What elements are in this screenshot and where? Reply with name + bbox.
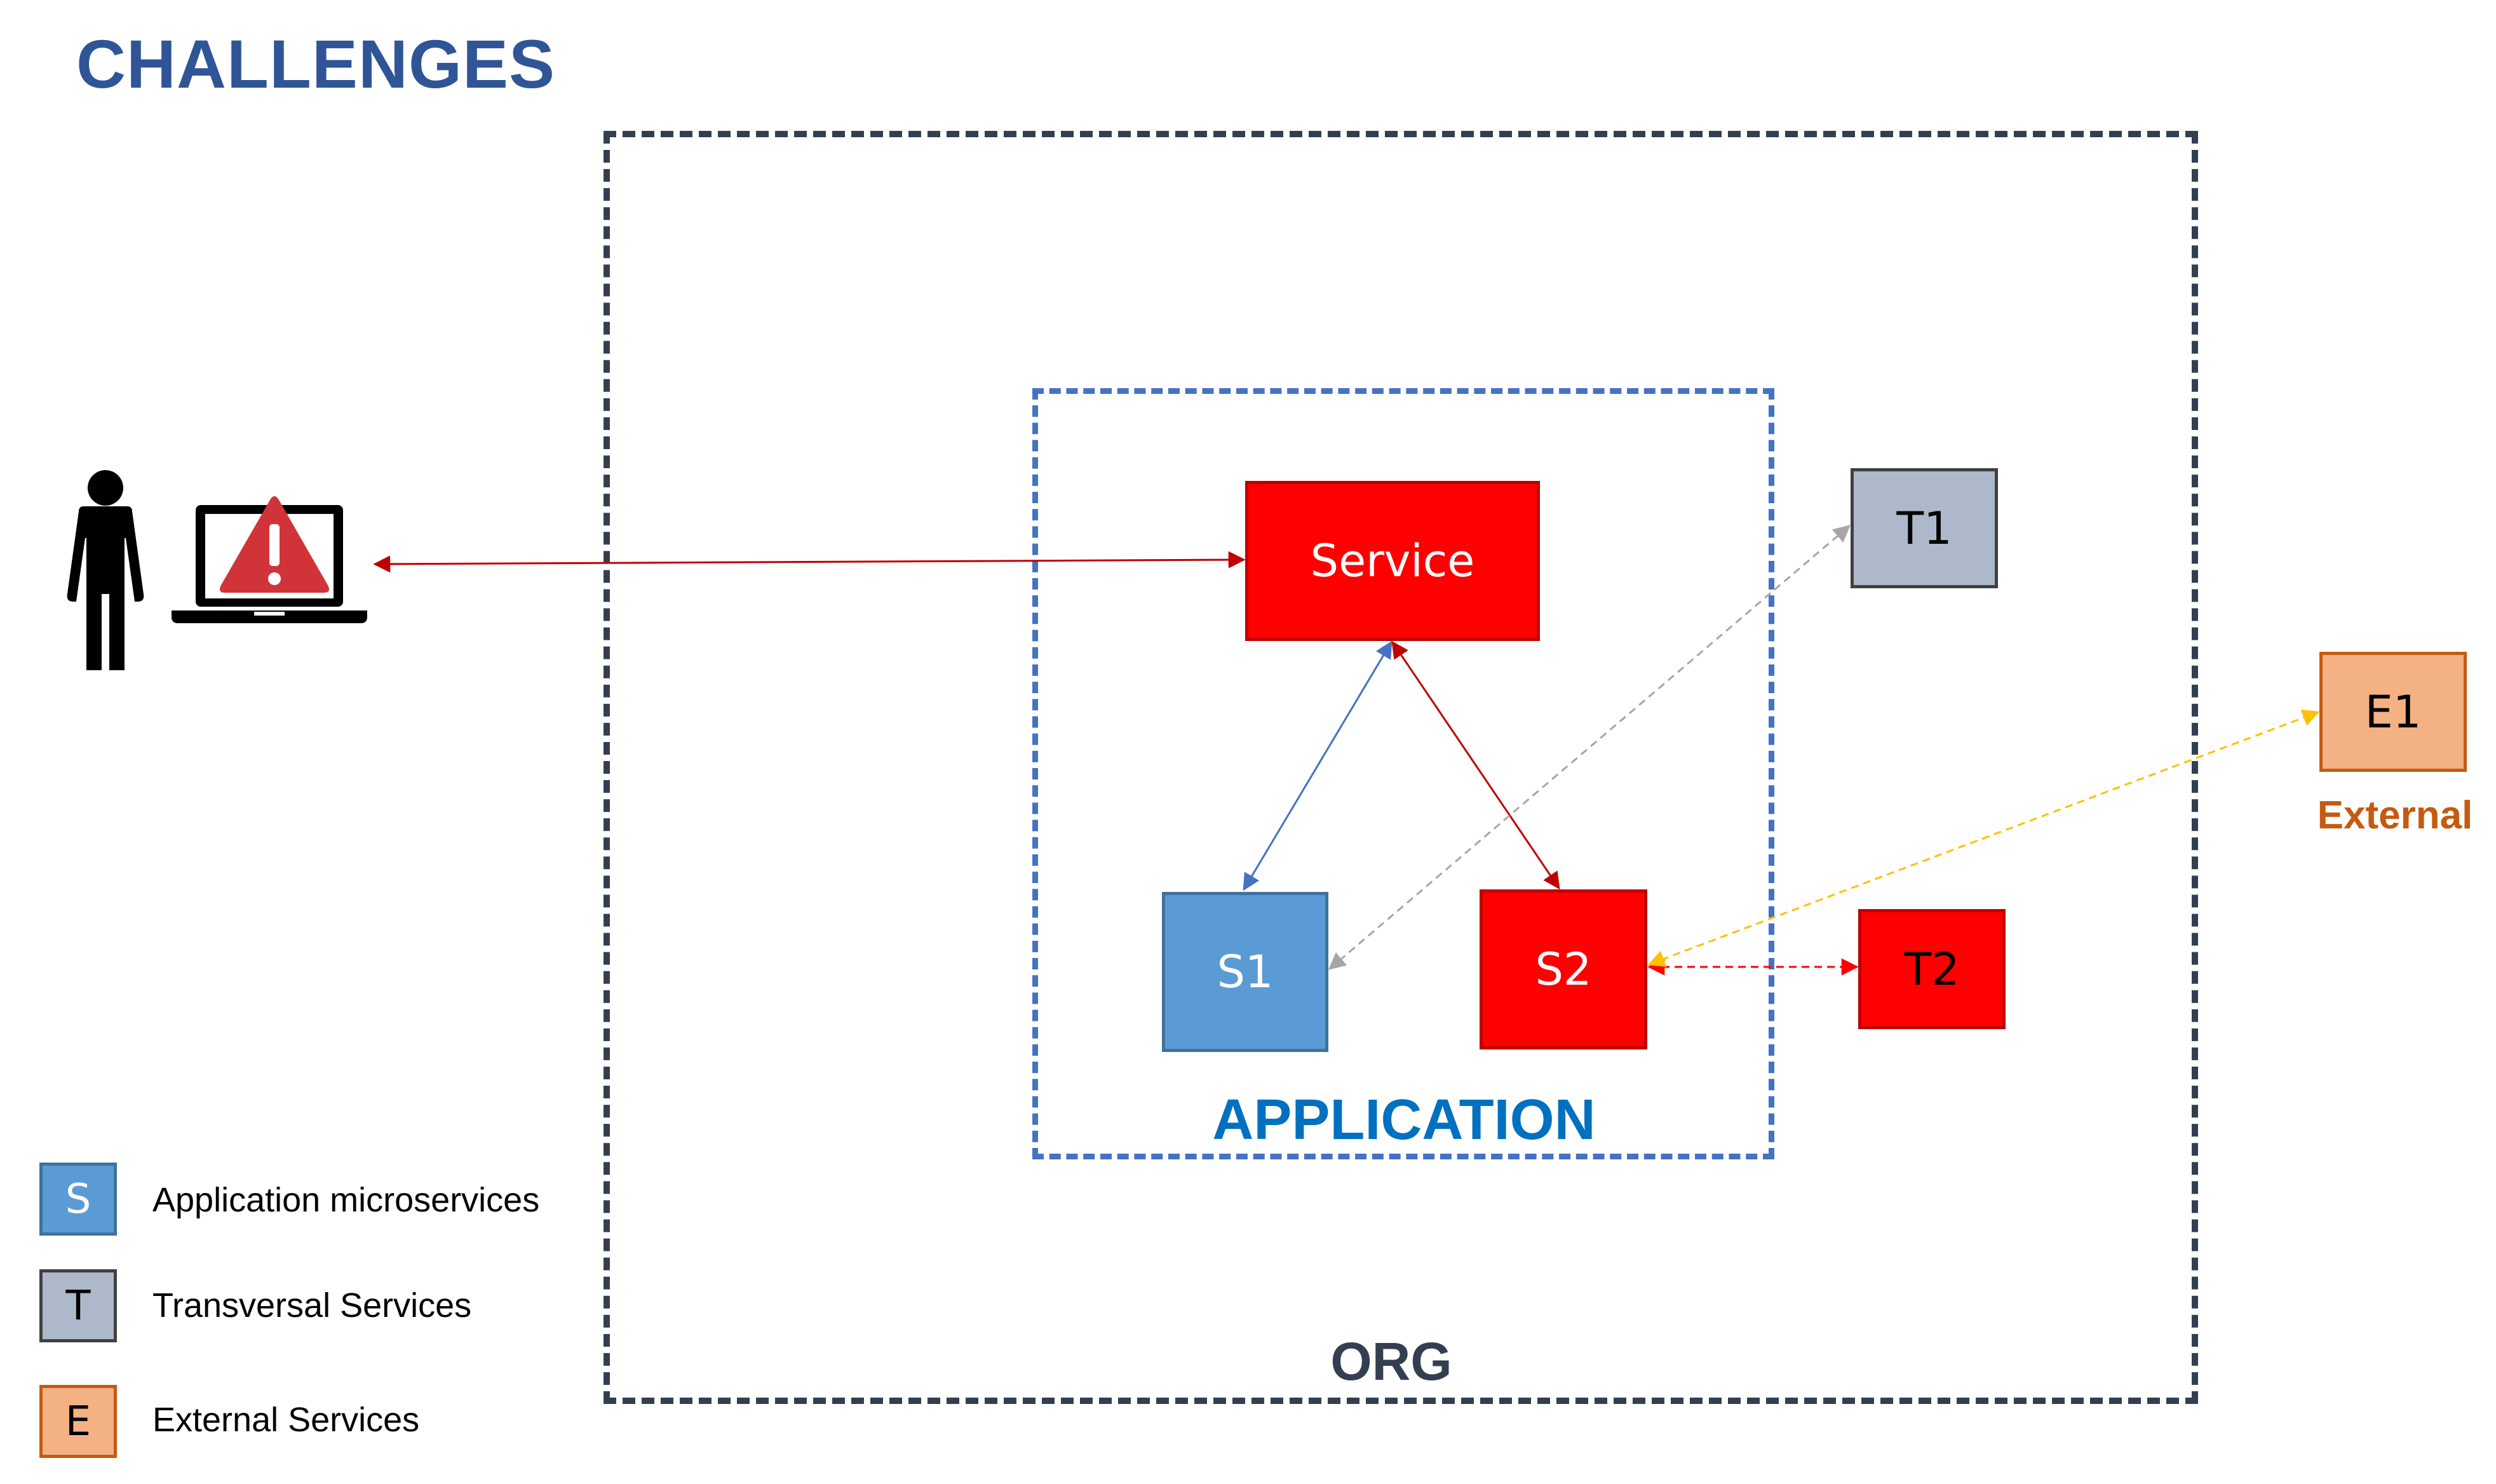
s1-node[interactable]: S1 bbox=[1162, 892, 1328, 1052]
legend-label-transversal-services: Transversal Services bbox=[152, 1286, 472, 1325]
connector-service-s1 bbox=[1243, 640, 1393, 891]
legend-swatch-e: E bbox=[39, 1385, 117, 1458]
page-title: CHALLENGES bbox=[76, 25, 556, 102]
s2-node[interactable]: S2 bbox=[1480, 889, 1647, 1049]
legend-label-external-services: External Services bbox=[152, 1401, 420, 1439]
legend-swatch-t: T bbox=[39, 1269, 117, 1342]
legend-label-application-microservices: Application microservices bbox=[152, 1181, 540, 1219]
connector-service-s2 bbox=[1391, 640, 1560, 890]
application-label: APPLICATION bbox=[1212, 1088, 1596, 1152]
person-icon bbox=[67, 470, 144, 670]
e1-node[interactable]: E1 bbox=[2319, 652, 2467, 772]
user-with-laptop bbox=[67, 470, 367, 670]
warning-triangle-icon bbox=[220, 496, 329, 593]
connector-s2-e1 bbox=[1647, 709, 2320, 968]
connector-user-service bbox=[373, 551, 1246, 573]
legend-swatch-s: S bbox=[39, 1163, 117, 1236]
org-label: ORG bbox=[1330, 1332, 1452, 1391]
external-label: External bbox=[2317, 793, 2473, 837]
t1-node[interactable]: T1 bbox=[1851, 468, 1998, 588]
t2-node[interactable]: T2 bbox=[1858, 909, 2006, 1029]
service-node[interactable]: Service bbox=[1245, 481, 1540, 641]
